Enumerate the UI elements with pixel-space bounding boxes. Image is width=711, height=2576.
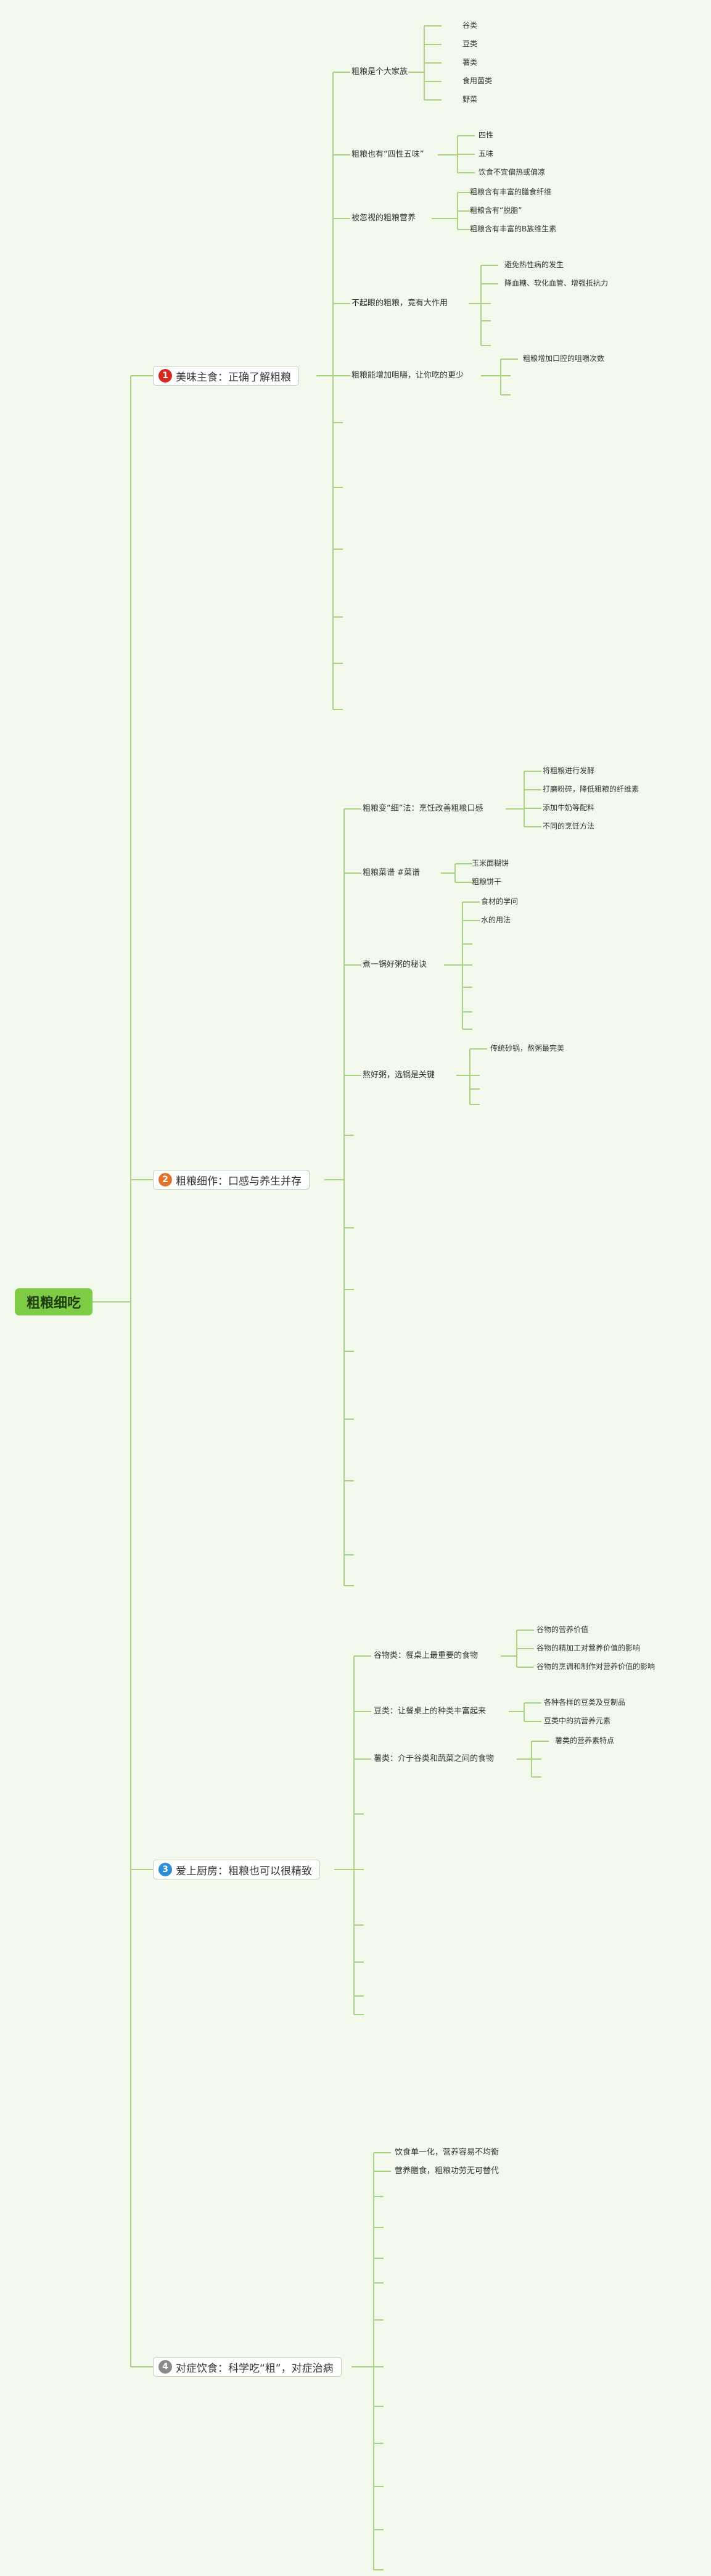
leaf-item[interactable]: 不同的烹饪方法	[543, 822, 595, 830]
branch-label: 爱上厨房：粗粮也可以很精致	[176, 1865, 312, 1878]
leaf-item[interactable]: 薯类的营养素特点	[555, 1736, 615, 1745]
branch-number-badge: 2	[158, 1173, 172, 1187]
leaf-item[interactable]: 谷物的烹调和制作对营养价值的影响	[536, 1662, 656, 1671]
leaf-item[interactable]: 降血糖、软化血管、增强抵抗力	[504, 279, 609, 288]
topic[interactable]: 熬好粥，选锅是关键	[363, 1071, 435, 1080]
topic[interactable]: 被忽视的粗粮营养	[351, 213, 416, 223]
leaf-item[interactable]: 传统砂锅，熬粥最完美	[490, 1044, 565, 1053]
leaf-item[interactable]: 谷物的精加工对营养价值的影响	[536, 1644, 641, 1652]
root-node[interactable]: 粗粮细吃	[15, 1288, 92, 1315]
leaf-item[interactable]: 水的用法	[481, 916, 511, 924]
leaf-item[interactable]: 四性	[479, 131, 494, 139]
branch-number-badge: 4	[158, 2360, 172, 2374]
topic[interactable]: 煮一锅好粥的秘诀	[363, 960, 427, 969]
branch-3[interactable]: 3 爱上厨房：粗粮也可以很精致	[153, 1860, 320, 1879]
leaf-item[interactable]: 豆类	[462, 39, 478, 48]
branch-2[interactable]: 2 粗粮细作：口感与养生并存	[153, 1170, 310, 1190]
leaf-item[interactable]: 粗粮含有丰富的B族维生素	[470, 225, 557, 233]
branch-label: 对症饮食：科学吃“粗”，对症治病	[176, 2362, 334, 2375]
leaf-item[interactable]: 将粗粮进行发酵	[543, 766, 595, 775]
leaf-item[interactable]: 玉米面糊饼	[472, 859, 509, 868]
topic[interactable]: 不起眼的粗粮，竟有大作用	[351, 299, 448, 308]
topic[interactable]: 薯类：介于谷类和蔬菜之间的食物	[374, 1754, 495, 1763]
topic[interactable]: 营养膳食，粗粮功劳无可替代	[395, 2166, 499, 2176]
branch-4[interactable]: 4 对症饮食：科学吃“粗”，对症治病	[153, 2357, 342, 2377]
leaf-item[interactable]: 添加牛奶等配料	[543, 803, 595, 812]
branch-1[interactable]: 1 美味主食：正确了解粗粮	[153, 366, 299, 386]
leaf-item[interactable]: 谷物的营养价值	[536, 1625, 589, 1634]
topic[interactable]: 饮食单一化，营养容易不均衡	[395, 2148, 499, 2157]
leaf-item[interactable]: 野菜	[462, 95, 478, 104]
branch-label: 粗粮细作：口感与养生并存	[176, 1175, 302, 1188]
topic[interactable]: 粗粮是个大家族	[351, 67, 408, 77]
leaf-item[interactable]: 饮食不宜偏热或偏凉	[479, 168, 546, 176]
leaf-item[interactable]: 粗粮增加口腔的咀嚼次数	[523, 354, 605, 363]
leaf-item[interactable]: 粗粮含有“脱脂”	[470, 206, 522, 215]
topic[interactable]: 粗粮菜谱 #菜谱	[363, 868, 421, 877]
topic[interactable]: 粗粮能增加咀嚼，让你吃的更少	[351, 371, 464, 380]
leaf-item[interactable]: 打磨粉碎，降低粗粮的纤维素	[543, 785, 639, 793]
leaf-item[interactable]: 食材的学问	[481, 897, 519, 906]
leaf-item[interactable]: 避免热性病的发生	[504, 260, 564, 269]
topic[interactable]: 豆类：让餐桌上的种类丰富起来	[374, 1707, 487, 1716]
topic[interactable]: 粗粮变“细”法：烹饪改善粗粮口感	[363, 804, 483, 813]
leaf-item[interactable]: 谷类	[462, 21, 478, 30]
branch-number-badge: 3	[158, 1863, 172, 1876]
leaf-item[interactable]: 粗粮含有丰富的膳食纤维	[470, 188, 552, 196]
leaf-item[interactable]: 五味	[479, 149, 494, 158]
leaf-item[interactable]: 豆类中的抗营养元素	[544, 1717, 611, 1725]
leaf-item[interactable]: 粗粮饼干	[472, 877, 502, 886]
leaf-item[interactable]: 各种各样的豆类及豆制品	[544, 1698, 626, 1707]
leaf-item[interactable]: 薯类	[462, 58, 478, 67]
leaf-item[interactable]: 食用菌类	[462, 77, 493, 85]
branch-label: 美味主食：正确了解粗粮	[176, 371, 291, 384]
topic[interactable]: 谷物类：餐桌上最重要的食物	[374, 1651, 479, 1660]
branch-number-badge: 1	[158, 369, 172, 383]
topic[interactable]: 粗粮也有“四性五味”	[351, 150, 424, 159]
